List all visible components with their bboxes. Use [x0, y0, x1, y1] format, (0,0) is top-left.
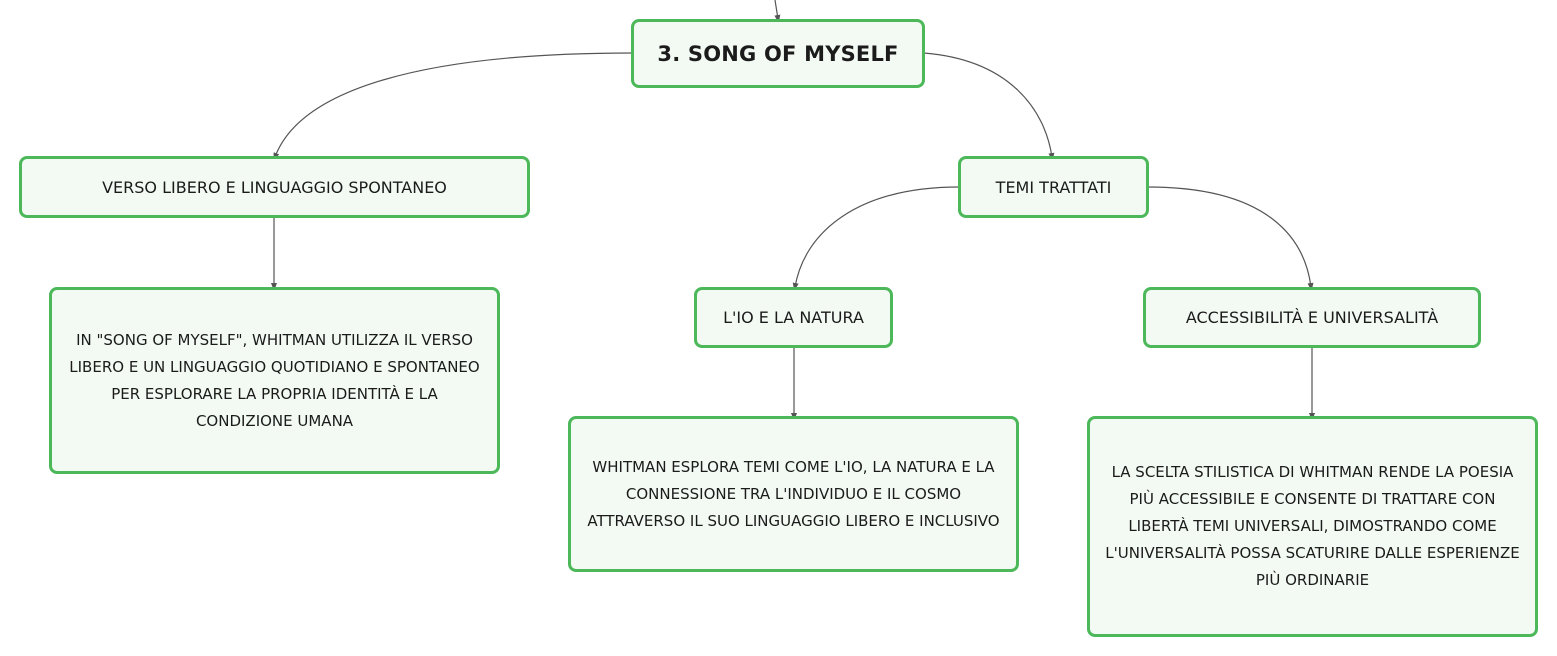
- node-accessibilita-detail[interactable]: LA SCELTA STILISTICA DI WHITMAN RENDE LA…: [1087, 416, 1538, 637]
- connector-temi-to-accessibilita: [1147, 186, 1314, 291]
- node-verso-libero[interactable]: VERSO LIBERO E LINGUAGGIO SPONTANEO: [19, 156, 530, 218]
- node-temi-trattati-label: TEMI TRATTATI: [995, 177, 1112, 197]
- node-verso-libero-detail[interactable]: IN "SONG OF MYSELF", WHITMAN UTILIZZA IL…: [49, 287, 500, 474]
- node-io-natura-label: L'IO E LA NATURA: [723, 308, 864, 327]
- connector-parent-to-main: [774, 0, 781, 23]
- node-accessibilita[interactable]: ACCESSIBILITÀ E UNIVERSALITÀ: [1143, 287, 1481, 348]
- connector-main-to-verso: [273, 52, 633, 161]
- node-io-natura-detail[interactable]: WHITMAN ESPLORA TEMI COME L'IO, LA NATUR…: [568, 416, 1019, 572]
- node-song-of-myself[interactable]: 3. SONG OF MYSELF: [631, 19, 925, 88]
- node-song-of-myself-label: 3. SONG OF MYSELF: [657, 41, 899, 66]
- node-accessibilita-label: ACCESSIBILITÀ E UNIVERSALITÀ: [1185, 308, 1439, 327]
- node-verso-libero-label: VERSO LIBERO E LINGUAGGIO SPONTANEO: [102, 177, 447, 197]
- connector-temi-to-io-natura: [792, 186, 960, 291]
- node-io-natura[interactable]: L'IO E LA NATURA: [694, 287, 893, 348]
- connector-main-to-temi: [923, 52, 1055, 161]
- node-temi-trattati[interactable]: TEMI TRATTATI: [958, 156, 1149, 218]
- node-verso-libero-detail-text: IN "SONG OF MYSELF", WHITMAN UTILIZZA IL…: [69, 330, 480, 430]
- node-accessibilita-detail-text: LA SCELTA STILISTICA DI WHITMAN RENDE LA…: [1105, 463, 1520, 589]
- node-io-natura-detail-text: WHITMAN ESPLORA TEMI COME L'IO, LA NATUR…: [587, 457, 1000, 530]
